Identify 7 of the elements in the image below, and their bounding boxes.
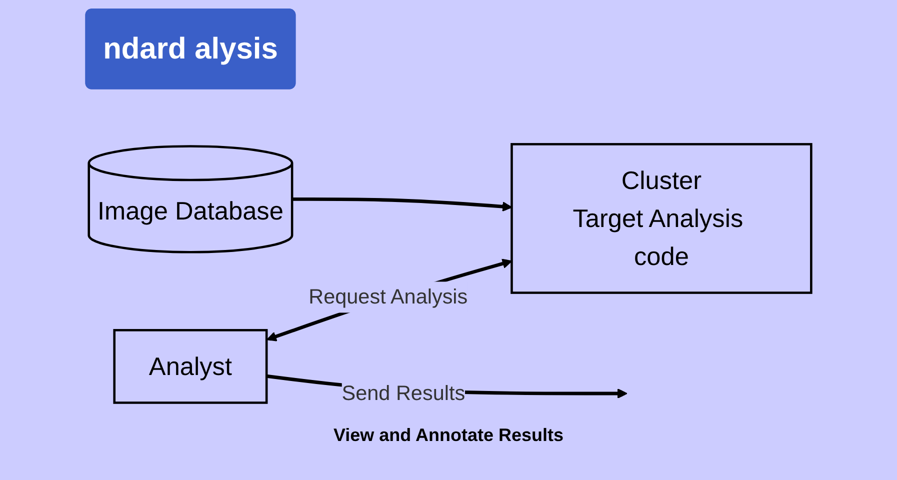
node-box: Analyst [113,329,268,404]
arrow [292,197,512,212]
node-box: Cluster Target Analysis code [510,143,812,294]
arrow [266,258,512,342]
edge-label: Send Results [342,381,466,404]
edge-label: Request Analysis [308,285,468,308]
note-text: View and Annotate Results [333,425,564,445]
